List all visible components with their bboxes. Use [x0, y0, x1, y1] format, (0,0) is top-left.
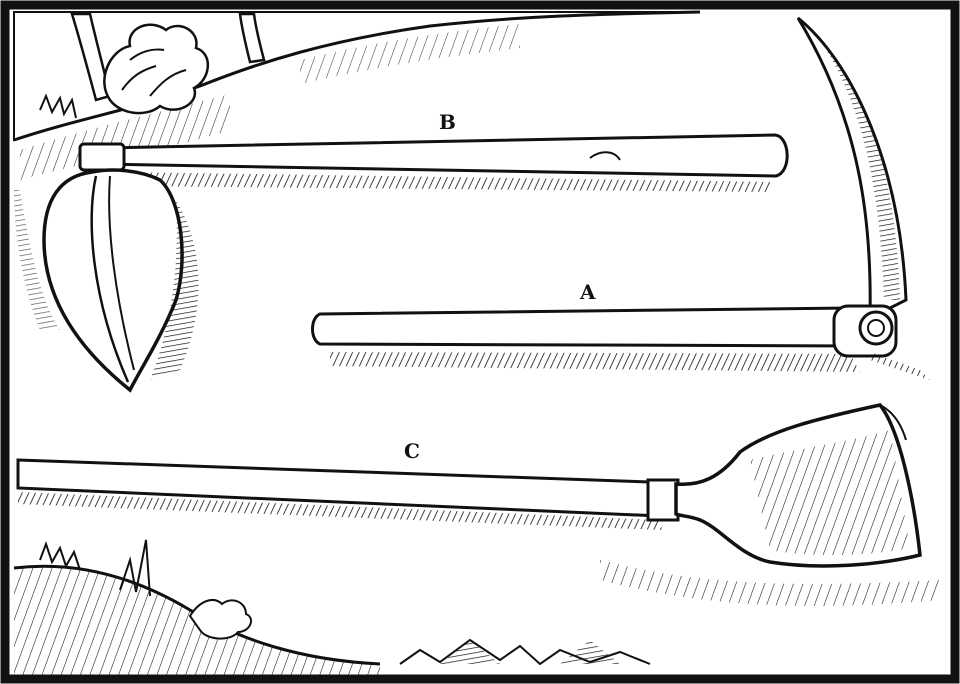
shovel-tool-c	[16, 403, 922, 568]
tree-and-bush	[39, 12, 266, 119]
tool-label-a: A	[580, 280, 596, 304]
pick-tool-a	[311, 16, 930, 380]
lower-ground	[13, 539, 940, 676]
tool-label-b: B	[439, 110, 456, 134]
tool-label-c: C	[404, 439, 420, 463]
mattock-tool-b	[14, 133, 789, 393]
